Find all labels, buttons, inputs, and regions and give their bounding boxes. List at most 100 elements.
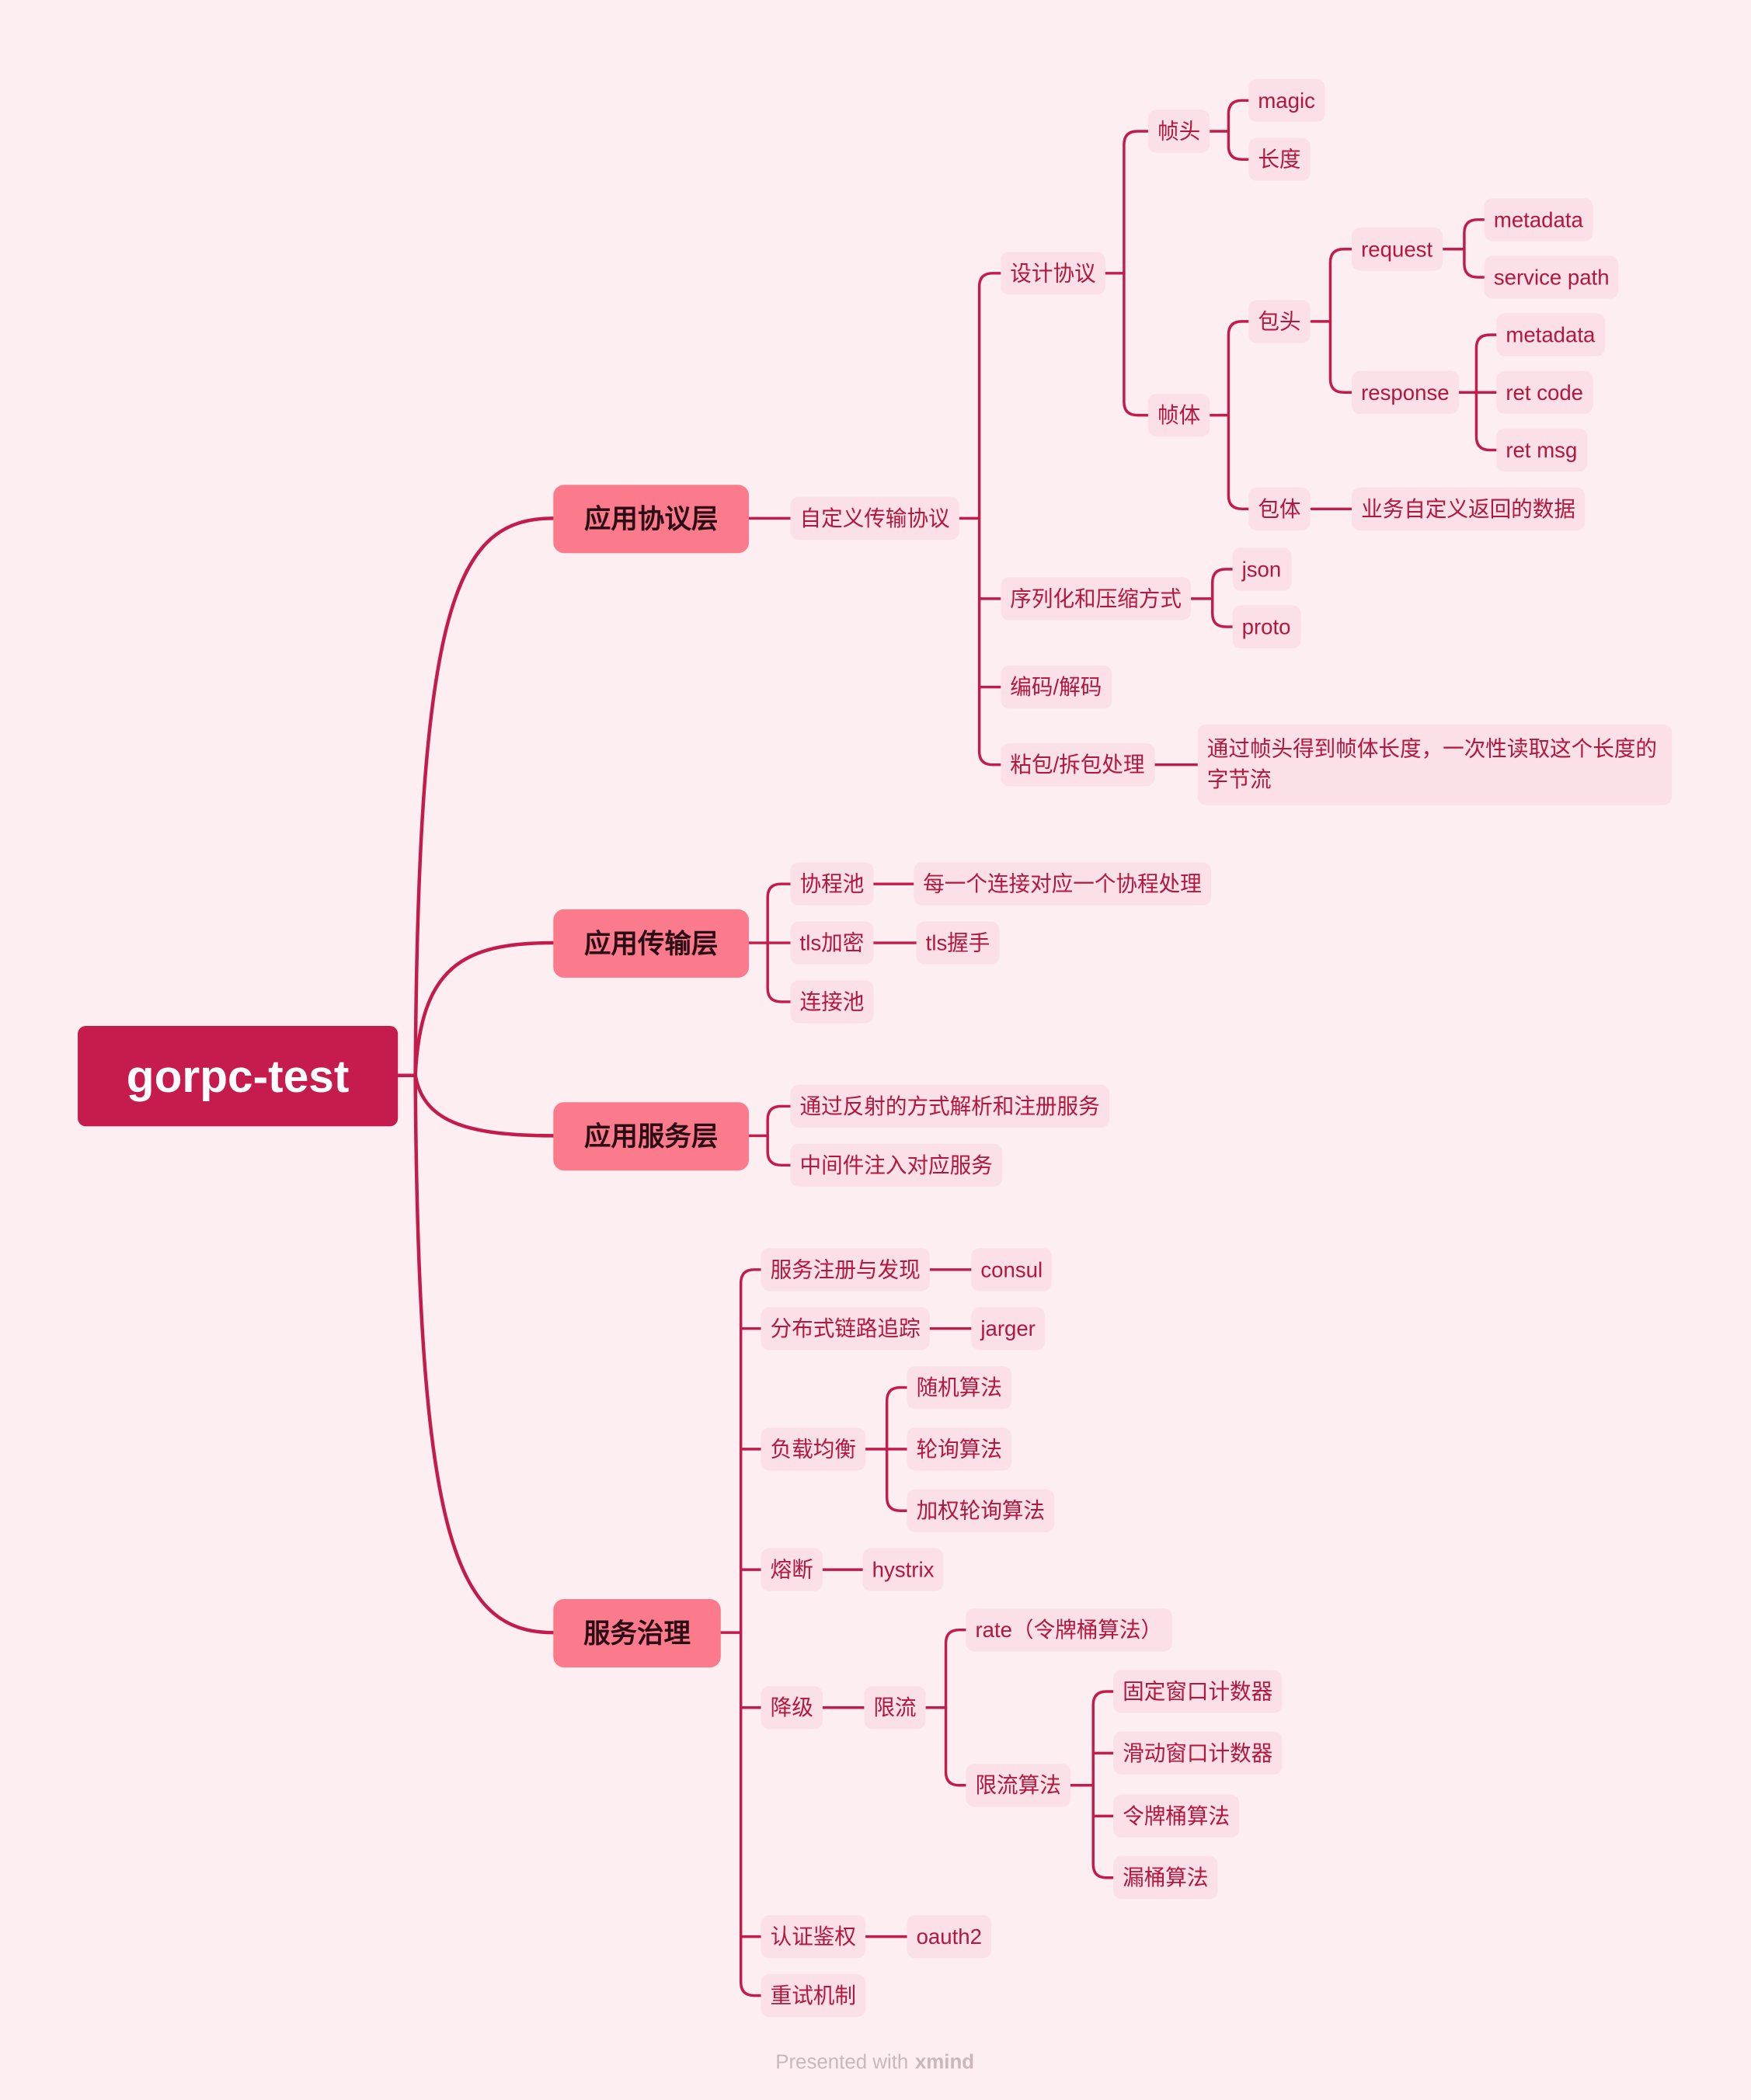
subtopic-request[interactable]: request [1352, 228, 1443, 271]
subtopic-hystrix[interactable]: hystrix [862, 1548, 944, 1591]
subtopic-service-path[interactable]: service path [1484, 256, 1619, 299]
subtopic-label: 协程池 [800, 872, 865, 896]
subtopic-packet-body-detail[interactable]: 业务自定义返回的数据 [1352, 487, 1586, 530]
subtopic-label: 自定义传输协议 [800, 506, 950, 530]
subtopic-reflection-registration[interactable]: 通过反射的方式解析和注册服务 [790, 1084, 1109, 1128]
subtopic-tls-handshake[interactable]: tls握手 [916, 921, 1000, 965]
subtopic-label: 令牌桶算法 [1123, 1804, 1230, 1828]
subtopic-tls[interactable]: tls加密 [790, 921, 874, 965]
subtopic-label: 包体 [1258, 497, 1300, 521]
topic-governance[interactable]: 服务治理 [553, 1599, 721, 1667]
subtopic-token-bucket[interactable]: 令牌桶算法 [1113, 1794, 1240, 1838]
connector [766, 882, 792, 1003]
topic-label: 应用服务层 [584, 1122, 718, 1152]
subtopic-response[interactable]: response [1352, 370, 1460, 414]
subtopic-rate-limit-algorithms[interactable]: 限流算法 [966, 1764, 1070, 1807]
subtopic-request-metadata[interactable]: metadata [1484, 198, 1593, 242]
subtopic-label: tls握手 [926, 931, 990, 955]
connector [1227, 320, 1250, 511]
subtopic-framing-detail[interactable]: 通过帧头得到帧体长度，一次性读取这个长度的 字节流 [1197, 724, 1673, 805]
topic-label: 服务治理 [583, 1619, 691, 1649]
subtopic-label: json [1241, 557, 1282, 581]
subtopic-frame-body[interactable]: 帧体 [1147, 394, 1210, 437]
subtopic-design-protocol[interactable]: 设计协议 [1001, 252, 1105, 295]
subtopic-label: 轮询算法 [917, 1437, 1002, 1461]
subtopic-leaky-bucket[interactable]: 漏桶算法 [1113, 1856, 1218, 1900]
subtopic-sliding-window[interactable]: 滑动窗口计数器 [1113, 1731, 1283, 1775]
subtopic-degradation[interactable]: 降级 [761, 1686, 823, 1730]
subtopic-response-metadata[interactable]: metadata [1496, 313, 1605, 356]
subtopic-rate[interactable]: rate（令牌桶算法） [966, 1608, 1172, 1652]
connector [1210, 568, 1234, 628]
subtopic-label: 服务注册与发现 [771, 1257, 921, 1281]
subtopic-label: tls加密 [800, 931, 865, 955]
subtopic-label: 滑动窗口计数器 [1123, 1741, 1272, 1765]
subtopic-label: jarger [980, 1316, 1036, 1340]
subtopic-load-balancing[interactable]: 负载均衡 [761, 1427, 866, 1471]
subtopic-label: 固定窗口计数器 [1123, 1680, 1272, 1704]
subtopic-label: 中间件注入对应服务 [800, 1153, 993, 1177]
topic-transport-layer[interactable]: 应用传输层 [553, 909, 750, 978]
subtopic-label-line-2: 字节流 [1207, 767, 1272, 791]
subtopic-circuit-breaker[interactable]: 熔断 [761, 1548, 823, 1591]
subtopic-label: 降级 [771, 1695, 813, 1719]
subtopic-rate-limiting[interactable]: 限流 [864, 1686, 926, 1730]
connector [977, 272, 1002, 767]
subtopic-tracing[interactable]: 分布式链路追踪 [761, 1307, 930, 1351]
subtopic-ret-code[interactable]: ret code [1496, 370, 1593, 414]
connector [1091, 1690, 1115, 1879]
connector [766, 1104, 792, 1167]
subtopic-label: hystrix [872, 1558, 935, 1582]
subtopic-label: 分布式链路追踪 [771, 1316, 921, 1340]
subtopic-consul[interactable]: consul [971, 1248, 1052, 1292]
subtopic-round-robin[interactable]: 轮询算法 [907, 1427, 1012, 1471]
connector [1474, 333, 1499, 452]
subtopic-coroutine-pool[interactable]: 协程池 [790, 862, 874, 906]
subtopic-label: ret msg [1506, 438, 1577, 462]
subtopic-label: 帧头 [1157, 120, 1200, 144]
subtopic-label: oauth2 [917, 1924, 982, 1949]
subtopic-weighted-round-robin[interactable]: 加权轮询算法 [907, 1489, 1055, 1532]
subtopic-magic[interactable]: magic [1248, 78, 1325, 122]
subtopic-label: 帧体 [1157, 403, 1200, 427]
subtopic-jarger[interactable]: jarger [971, 1307, 1046, 1351]
subtopic-label: 粘包/拆包处理 [1010, 753, 1144, 777]
subtopic-fixed-window[interactable]: 固定窗口计数器 [1113, 1670, 1283, 1713]
xmind-logo: xmind [915, 2052, 974, 2074]
subtopic-random-algorithm[interactable]: 随机算法 [907, 1365, 1012, 1410]
subtopic-label: 长度 [1258, 148, 1300, 172]
topic-protocol-layer[interactable]: 应用协议层 [553, 485, 750, 554]
subtopic-packet-body[interactable]: 包体 [1248, 487, 1311, 530]
subtopic-connection-pool[interactable]: 连接池 [790, 980, 874, 1024]
subtopic-framing[interactable]: 粘包/拆包处理 [1001, 743, 1155, 787]
subtopic-label: 认证鉴权 [771, 1924, 856, 1949]
topic-service-layer[interactable]: 应用服务层 [553, 1102, 750, 1171]
subtopic-packet-header[interactable]: 包头 [1248, 300, 1311, 343]
subtopic-frame-header[interactable]: 帧头 [1147, 110, 1210, 153]
subtopic-label: 包头 [1258, 309, 1300, 333]
subtopic-length[interactable]: 长度 [1248, 137, 1311, 181]
subtopic-proto[interactable]: proto [1232, 605, 1301, 648]
subtopic-label: ret code [1506, 381, 1583, 405]
connectors [395, 99, 1499, 1997]
subtopic-codec[interactable]: 编码/解码 [1001, 666, 1112, 709]
subtopic-ret-msg[interactable]: ret msg [1496, 428, 1588, 472]
subtopic-label: response [1361, 381, 1449, 405]
subtopic-json[interactable]: json [1232, 548, 1292, 591]
subtopic-label: 通过反射的方式解析和注册服务 [800, 1094, 1100, 1118]
subtopic-service-registry[interactable]: 服务注册与发现 [761, 1248, 930, 1292]
subtopic-serialization[interactable]: 序列化和压缩方式 [1001, 577, 1192, 621]
central-topic[interactable]: gorpc-test [78, 1025, 399, 1127]
subtopic-retry[interactable]: 重试机制 [761, 1973, 866, 2018]
subtopic-oauth2[interactable]: oauth2 [907, 1915, 992, 1959]
subtopic-label: metadata [1494, 207, 1584, 231]
subtopic-label: 熔断 [771, 1558, 813, 1582]
subtopic-coroutine-pool-detail[interactable]: 每一个连接对应一个协程处理 [914, 862, 1211, 906]
subtopic-middleware-injection[interactable]: 中间件注入对应服务 [790, 1143, 1002, 1187]
central-topic-label: gorpc-test [127, 1052, 350, 1102]
subtopic-label: 连接池 [800, 989, 865, 1013]
subtopic-auth[interactable]: 认证鉴权 [761, 1915, 866, 1959]
subtopic-custom-protocol[interactable]: 自定义传输协议 [790, 496, 959, 540]
connector-root-transport [413, 940, 555, 1078]
subtopic-label: rate（令牌桶算法） [975, 1618, 1162, 1642]
